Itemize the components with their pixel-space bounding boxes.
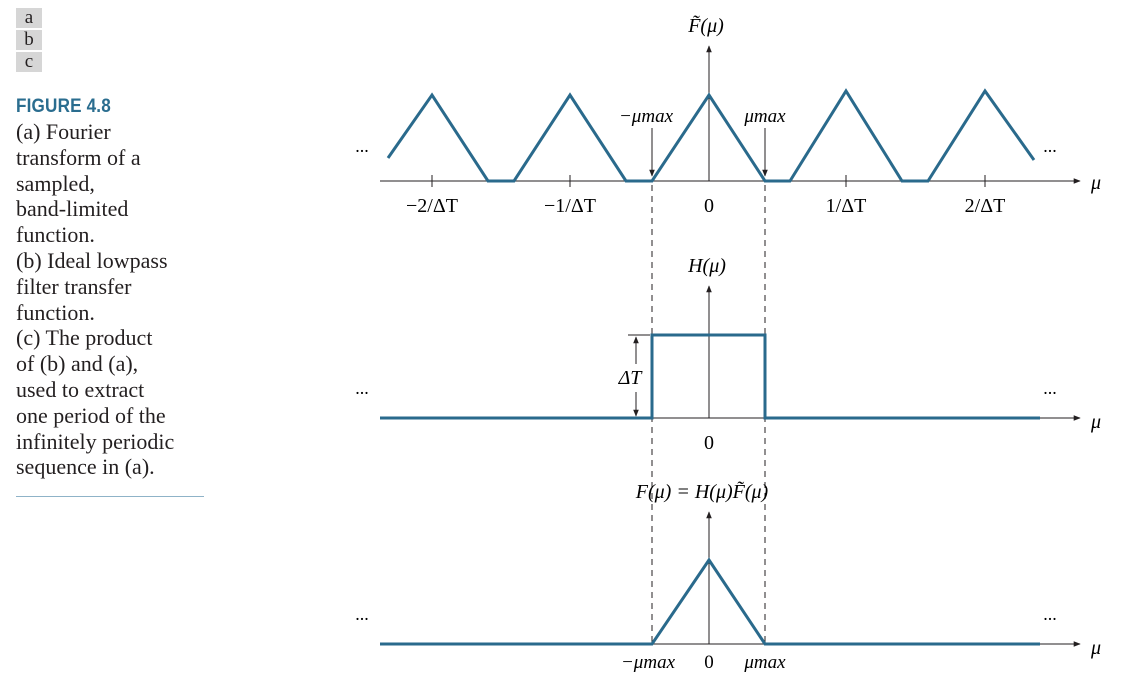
plot-a-tick-labels: −2/ΔT −1/ΔT 0 1/ΔT 2/ΔT: [406, 195, 1005, 217]
plot-b-xlabel: μ: [1090, 411, 1101, 433]
caption-line: transform of a: [16, 144, 141, 170]
panel-label-b: b: [16, 30, 42, 50]
tick-label: −2/ΔT: [406, 195, 458, 217]
tick-label: −1/ΔT: [544, 195, 596, 217]
panel-labels: a b c: [16, 8, 42, 74]
tick-label: 2/ΔT: [965, 195, 1006, 217]
plot-a-ticks: [431, 175, 986, 187]
mu-max-label: μmax: [743, 106, 786, 127]
plot-a-spectrum-curve: [386, 88, 1036, 183]
panel-label-c: c: [16, 52, 42, 72]
plot-c: F(μ) = H(μ)F̃(μ) μ −μmax 0 μmax ... ...: [355, 480, 1101, 673]
plot-a-xlabel: μ: [1090, 172, 1101, 194]
plot-b-tick-zero: 0: [704, 432, 714, 454]
product-spectrum-curve: [380, 557, 1040, 646]
panel-label-a: a: [16, 8, 42, 28]
caption-line: (c) The product: [16, 325, 153, 351]
caption-line: sampled,: [16, 170, 95, 196]
ellipsis-left: ...: [355, 604, 369, 624]
caption-divider: [16, 496, 204, 497]
height-label: ΔT: [618, 367, 644, 389]
tick-label: μmax: [743, 652, 786, 673]
caption-line: of (b) and (a),: [16, 351, 139, 377]
plot-b: H(μ) μ 0 ΔT ... ...: [355, 255, 1101, 454]
ellipsis-left: ...: [355, 378, 369, 398]
plot-c-ylabel: F(μ) = H(μ)F̃(μ): [635, 480, 769, 503]
tick-label: 0: [704, 195, 714, 217]
lowpass-filter-curve: [380, 333, 1040, 420]
caption-line: sequence in (a).: [16, 454, 155, 480]
ellipsis-left: ...: [355, 136, 369, 156]
caption-line: one period of the: [16, 402, 166, 428]
caption-line: function.: [16, 222, 95, 248]
caption-line: filter transfer: [16, 273, 132, 299]
tick-label: −μmax: [621, 652, 676, 673]
caption-line: infinitely periodic: [16, 428, 175, 454]
plot-b-ylabel: H(μ): [687, 255, 726, 277]
ellipsis-right: ...: [1043, 378, 1057, 398]
plot-c-xlabel: μ: [1090, 637, 1101, 659]
caption-line: function.: [16, 299, 95, 325]
tick-label: 0: [704, 652, 714, 673]
figure-caption: FIGURE 4.8 (a) Fourier transform of a sa…: [16, 96, 206, 480]
ellipsis-right: ...: [1043, 136, 1057, 156]
ellipsis-right: ...: [1043, 604, 1057, 624]
figure-title: FIGURE 4.8: [16, 96, 111, 117]
caption-text: (a) Fourier transform of a sampled, band…: [16, 119, 206, 480]
tick-label: 1/ΔT: [826, 195, 867, 217]
plot-a: F̃(μ) μ −2/ΔT −1/ΔT 0 1/ΔT 2/ΔT −μmax μm…: [355, 14, 1101, 217]
plot-c-tick-labels: −μmax 0 μmax: [621, 652, 786, 673]
plot-a-ylabel: F̃(μ): [687, 14, 724, 37]
minus-mu-max-label: −μmax: [619, 106, 674, 127]
caption-line: band-limited: [16, 196, 129, 222]
caption-line: (b) Ideal lowpass: [16, 247, 168, 273]
caption-line: used to extract: [16, 376, 145, 402]
caption-line: (a) Fourier: [16, 119, 111, 144]
